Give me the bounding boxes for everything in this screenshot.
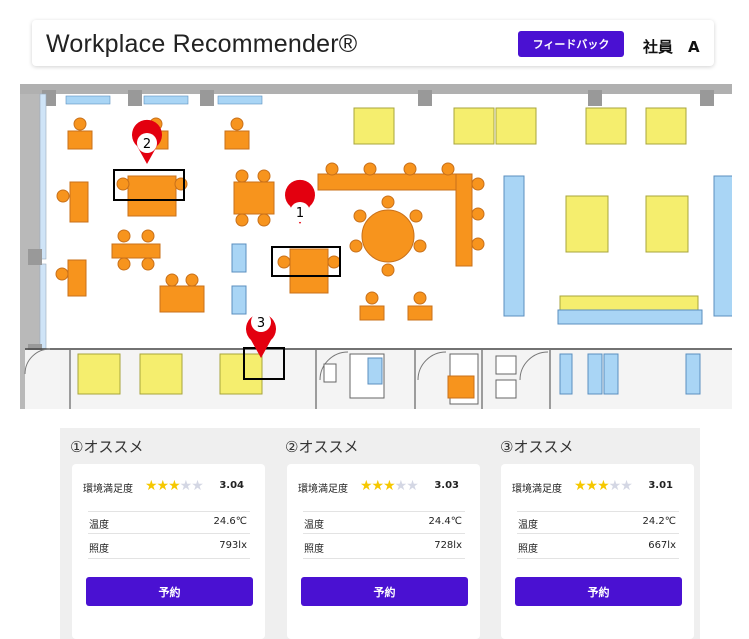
rating-stars: ★★★★★ (145, 478, 204, 494)
satisfaction-label: 環境満足度 (512, 484, 562, 495)
rating-stars: ★★★★★ (360, 478, 419, 494)
satisfaction-score: 3.01 (648, 480, 673, 491)
rating-stars: ★★★★★ (574, 478, 633, 494)
pin-1-label: 1 (296, 206, 304, 221)
recommend-card-2: 環境満足度 ★★★★★ 3.03 温度 24.4℃ 照度 728lx 予約 (287, 464, 480, 639)
recommend-2-title: ②オススメ (285, 438, 359, 456)
reserve-button-2[interactable]: 予約 (301, 577, 468, 606)
pin-2[interactable]: 2 (132, 119, 163, 164)
pin-3-label: 3 (257, 316, 265, 331)
floor-map[interactable]: 1 2 3 (20, 84, 732, 409)
satisfaction-score: 3.03 (434, 480, 459, 491)
illuminance-value: 667lx (648, 540, 676, 551)
temp-value: 24.4℃ (428, 516, 463, 527)
reserve-button-1[interactable]: 予約 (86, 577, 253, 606)
recommendation-panel: ①オススメ ②オススメ ③オススメ 環境満足度 ★★★★★ 3.04 温度 24.… (60, 428, 700, 639)
satisfaction-score: 3.04 (219, 480, 244, 491)
recommend-1-title: ①オススメ (70, 438, 144, 456)
satisfaction-label: 環境満足度 (298, 484, 348, 495)
pin-2-label: 2 (143, 137, 151, 152)
illuminance-label: 照度 (89, 544, 109, 555)
illuminance-value: 728lx (434, 540, 462, 551)
app-title: Workplace Recommender® (46, 30, 358, 58)
pin-1[interactable]: 1 (285, 179, 315, 224)
recommend-card-3: 環境満足度 ★★★★★ 3.01 温度 24.2℃ 照度 667lx 予約 (501, 464, 694, 639)
satisfaction-label: 環境満足度 (83, 484, 133, 495)
temp-label: 温度 (304, 520, 324, 531)
recommend-3-title: ③オススメ (500, 438, 574, 456)
temp-value: 24.6℃ (213, 516, 248, 527)
temp-label: 温度 (89, 520, 109, 531)
illuminance-value: 793lx (219, 540, 247, 551)
reserve-button-3[interactable]: 予約 (515, 577, 682, 606)
feedback-button[interactable]: フィードバック (518, 31, 624, 57)
illuminance-label: 照度 (518, 544, 538, 555)
user-name: 社員 A (643, 38, 700, 56)
app-header: Workplace Recommender® フィードバック 社員 A (32, 20, 714, 66)
desks-blue (231, 175, 732, 395)
desks-orange (55, 117, 485, 399)
illuminance-label: 照度 (304, 544, 324, 555)
temp-value: 24.2℃ (642, 516, 677, 527)
pin-3[interactable]: 3 (246, 312, 277, 358)
recommend-card-1: 環境満足度 ★★★★★ 3.04 温度 24.6℃ 照度 793lx 予約 (72, 464, 265, 639)
temp-label: 温度 (518, 520, 538, 531)
